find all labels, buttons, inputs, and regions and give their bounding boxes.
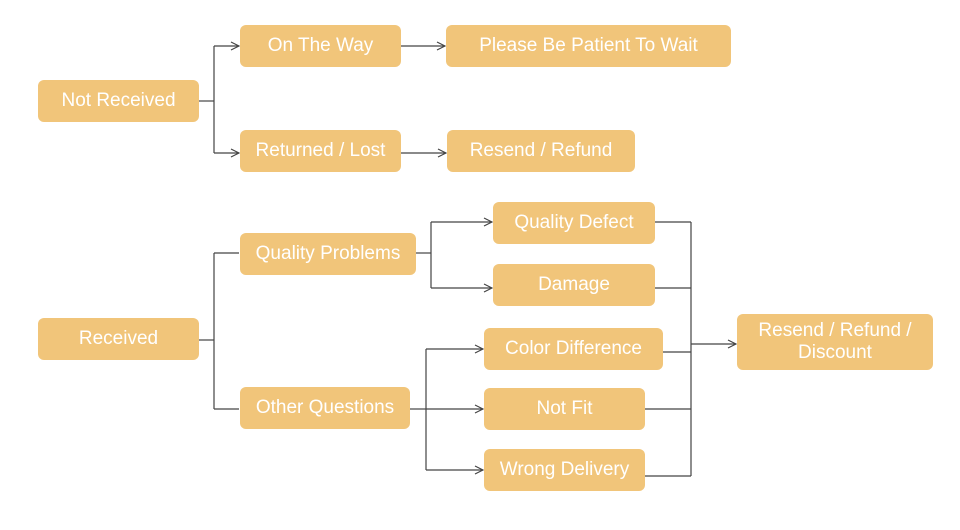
node-returned-lost: Returned / Lost bbox=[240, 130, 401, 172]
node-please-be-patient: Please Be Patient To Wait bbox=[446, 25, 731, 67]
node-on-the-way: On The Way bbox=[240, 25, 401, 67]
node-quality-problems: Quality Problems bbox=[240, 233, 416, 275]
node-not-received: Not Received bbox=[38, 80, 199, 122]
node-wrong-delivery: Wrong Delivery bbox=[484, 449, 645, 491]
node-color-difference: Color Difference bbox=[484, 328, 663, 370]
node-other-questions: Other Questions bbox=[240, 387, 410, 429]
node-resend-refund: Resend / Refund bbox=[447, 130, 635, 172]
node-damage: Damage bbox=[493, 264, 655, 306]
node-final-outcome: Resend / Refund / Discount bbox=[737, 314, 933, 370]
node-not-fit: Not Fit bbox=[484, 388, 645, 430]
node-quality-defect: Quality Defect bbox=[493, 202, 655, 244]
node-received: Received bbox=[38, 318, 199, 360]
